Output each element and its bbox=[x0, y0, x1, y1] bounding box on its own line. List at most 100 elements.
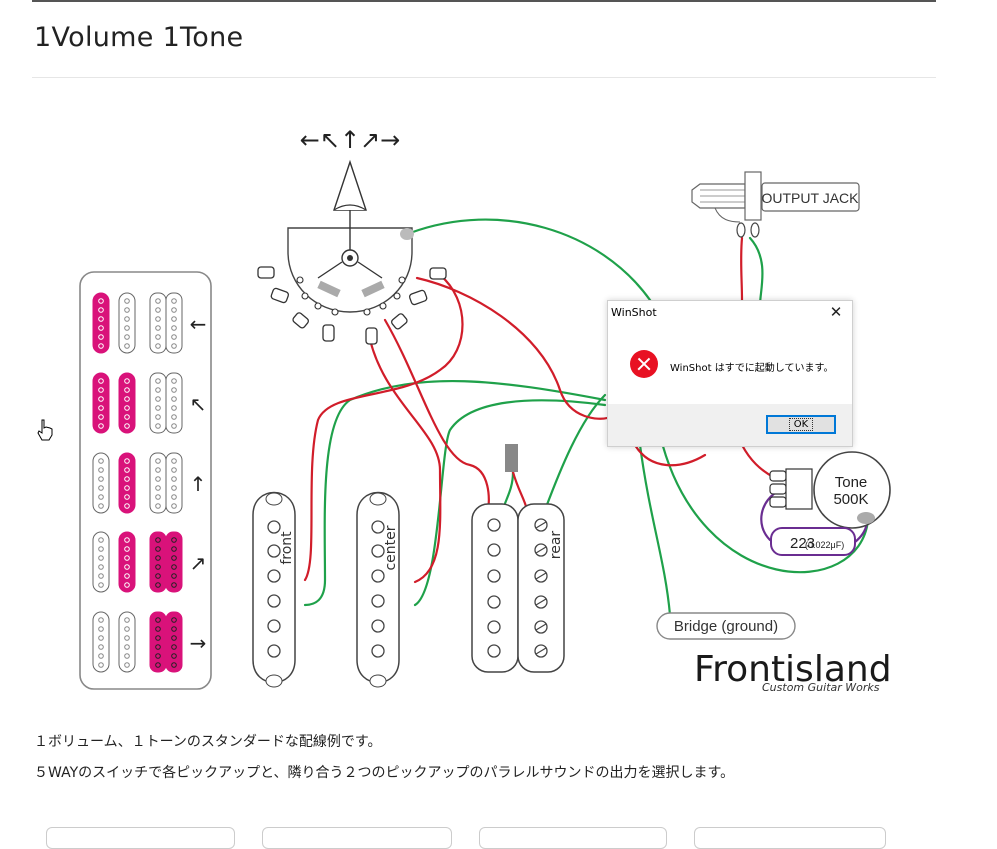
related-card[interactable] bbox=[479, 827, 667, 849]
chart-pole bbox=[155, 405, 161, 411]
chart-pole bbox=[171, 644, 177, 650]
chart-pole bbox=[171, 546, 177, 552]
pickup-front-label: front bbox=[279, 531, 295, 565]
chart-pole bbox=[155, 494, 161, 500]
chart-single-coil bbox=[92, 292, 110, 354]
position-arrow: ↖ bbox=[190, 392, 207, 416]
chart-single-coil bbox=[92, 372, 110, 434]
chart-pole bbox=[98, 298, 104, 304]
chart-pole bbox=[155, 485, 161, 491]
chart-humbucker-coil bbox=[165, 611, 183, 673]
chart-pole bbox=[171, 662, 177, 668]
chart-pole bbox=[98, 662, 104, 668]
chart-pole bbox=[124, 325, 130, 331]
capacitor-value: 223 bbox=[790, 535, 815, 552]
chart-pole bbox=[124, 582, 130, 588]
chart-pole bbox=[98, 396, 104, 402]
chart-single-coil bbox=[118, 372, 136, 434]
chart-pole bbox=[124, 316, 130, 322]
chart-pole bbox=[124, 555, 130, 561]
title-separator bbox=[32, 77, 936, 78]
chart-pole bbox=[98, 343, 104, 349]
chart-pole bbox=[155, 582, 161, 588]
chart-pole bbox=[171, 405, 177, 411]
pickup-center-label: center bbox=[383, 525, 399, 570]
chart-single-coil bbox=[118, 611, 136, 673]
ok-button[interactable]: OK bbox=[766, 415, 836, 434]
chart-pole bbox=[171, 617, 177, 623]
chart-pole bbox=[171, 458, 177, 464]
chart-pole bbox=[155, 546, 161, 552]
chart-pole bbox=[155, 635, 161, 641]
pickup-front: front bbox=[252, 491, 296, 688]
chart-pole bbox=[98, 405, 104, 411]
capacitor-sub: (0.022μF) bbox=[805, 540, 844, 550]
chart-pole bbox=[171, 467, 177, 473]
chart-pole bbox=[98, 635, 104, 641]
description-line-1: １ボリューム、１トーンのスタンダードな配線例です。 bbox=[34, 734, 382, 750]
chart-pole bbox=[98, 494, 104, 500]
chart-pole bbox=[155, 396, 161, 402]
chart-pole bbox=[155, 334, 161, 340]
bridge-ground bbox=[656, 612, 796, 640]
switch-arrows: ←↖↑↗→ bbox=[300, 126, 401, 154]
pickup-rear-label: rear bbox=[548, 531, 564, 560]
chart-pole bbox=[155, 626, 161, 632]
chart-pole bbox=[171, 378, 177, 384]
related-card[interactable] bbox=[262, 827, 452, 849]
chart-pole bbox=[98, 626, 104, 632]
chart-pole bbox=[124, 494, 130, 500]
chart-pole bbox=[98, 653, 104, 659]
chart-single-coil bbox=[118, 452, 136, 514]
chart-pole bbox=[171, 307, 177, 313]
chart-pole bbox=[124, 644, 130, 650]
chart-pole bbox=[124, 662, 130, 668]
close-icon[interactable]: ✕ bbox=[829, 303, 843, 321]
chart-pole bbox=[155, 343, 161, 349]
chart-pole bbox=[124, 343, 130, 349]
chart-pole bbox=[124, 476, 130, 482]
chart-pole bbox=[155, 423, 161, 429]
chart-pole bbox=[98, 617, 104, 623]
chart-pole bbox=[124, 423, 130, 429]
five-way-switch bbox=[257, 159, 447, 345]
chart-pole bbox=[98, 414, 104, 420]
chart-pole bbox=[155, 617, 161, 623]
chart-pole bbox=[171, 343, 177, 349]
chart-pole bbox=[155, 653, 161, 659]
position-arrow: → bbox=[190, 631, 207, 655]
chart-pole bbox=[155, 316, 161, 322]
chart-pole bbox=[155, 503, 161, 509]
chart-pole bbox=[124, 334, 130, 340]
chart-pole bbox=[124, 467, 130, 473]
position-arrow: ← bbox=[190, 312, 207, 336]
chart-pole bbox=[124, 298, 130, 304]
related-card[interactable] bbox=[694, 827, 886, 849]
chart-single-coil bbox=[118, 531, 136, 593]
chart-pole bbox=[124, 564, 130, 570]
chart-pole bbox=[98, 334, 104, 340]
brand-logo: Frontisland bbox=[694, 649, 892, 690]
pickup-center: center bbox=[356, 491, 400, 688]
chart-pole bbox=[171, 635, 177, 641]
chart-pole bbox=[155, 298, 161, 304]
chart-pole bbox=[98, 325, 104, 331]
related-card[interactable] bbox=[46, 827, 235, 849]
chart-humbucker-coil bbox=[165, 452, 183, 514]
chart-pole bbox=[124, 405, 130, 411]
chart-pole bbox=[98, 485, 104, 491]
chart-pole bbox=[155, 537, 161, 543]
chart-pole bbox=[124, 414, 130, 420]
bridge-label: Bridge (ground) bbox=[674, 618, 778, 635]
chart-pole bbox=[98, 467, 104, 473]
chart-pole bbox=[155, 564, 161, 570]
dialog-footer: OK bbox=[608, 404, 852, 446]
chart-pole bbox=[155, 476, 161, 482]
chart-pole bbox=[98, 316, 104, 322]
chart-pole bbox=[155, 325, 161, 331]
chart-pole bbox=[171, 537, 177, 543]
hand-cursor-icon bbox=[37, 419, 53, 441]
chart-pole bbox=[155, 414, 161, 420]
chart-pole bbox=[98, 573, 104, 579]
dialog-message: WinShot はすでに起動しています。 bbox=[670, 363, 834, 374]
